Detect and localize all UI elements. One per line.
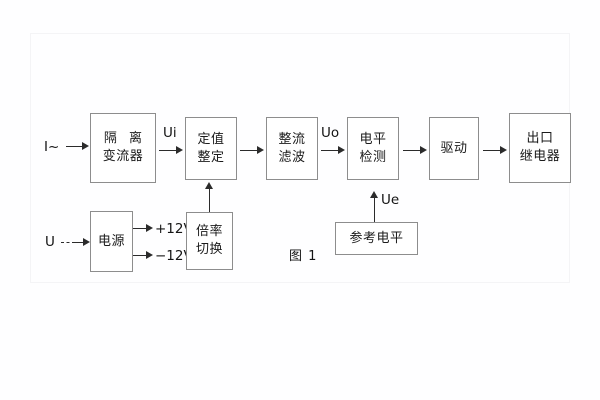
supply-negative-line [133, 255, 147, 256]
supply-positive-line [133, 228, 147, 229]
block-reference-level[interactable]: 参考电平 [335, 222, 418, 255]
drive-to-output-line [483, 150, 502, 151]
block-rectify-filter-line2: 滤波 [278, 149, 306, 165]
block-multiplier-switch-line1: 倍率 [195, 224, 223, 240]
current-input-label: I~ [44, 139, 60, 155]
multiplier-to-setting-line [209, 188, 210, 212]
block-multiplier-switch-line2: 切换 [195, 242, 223, 257]
uo-connector-line [321, 150, 339, 151]
block-setting-value-line2: 整定 [197, 149, 225, 165]
block-multiplier-switch[interactable]: 倍率 切换 [186, 212, 233, 270]
block-isolation-transformer-line2: 变流器 [102, 149, 144, 164]
block-rectify-filter[interactable]: 整流 滤波 [266, 117, 318, 180]
block-output-relay-line2: 继电器 [519, 149, 561, 164]
block-level-detect-line2: 检测 [359, 149, 387, 165]
level-to-drive-line [403, 150, 422, 151]
voltage-input-arrowhead [83, 238, 90, 246]
voltage-input-label: U [45, 234, 55, 250]
supply-negative-arrowhead [146, 251, 153, 259]
supply-positive-label: +12V [155, 221, 193, 237]
uo-connector-arrowhead [338, 146, 345, 154]
ui-connector-line [159, 150, 177, 151]
ui-signal-label: Ui [163, 125, 177, 141]
block-setting-value[interactable]: 定值 整定 [185, 117, 237, 180]
block-output-relay[interactable]: 出口 继电器 [509, 113, 571, 183]
voltage-input-dashed-line [61, 242, 75, 243]
figure-caption: 图 1 [289, 249, 318, 264]
block-isolation-transformer[interactable]: 隔 离 变流器 [90, 113, 156, 183]
block-level-detect[interactable]: 电平 检测 [347, 117, 399, 180]
block-drive[interactable]: 驱动 [429, 117, 479, 180]
ui-connector-arrowhead [176, 146, 183, 154]
voltage-input-line [74, 242, 84, 243]
uo-signal-label: Uo [321, 125, 340, 141]
block-level-detect-line1: 电平 [359, 131, 387, 147]
block-rectify-filter-line1: 整流 [278, 131, 306, 147]
current-input-arrowhead [82, 142, 89, 150]
block-output-relay-line1: 出口 [526, 131, 554, 147]
current-input-line [66, 146, 83, 147]
setting-to-rectify-line [240, 150, 259, 151]
block-isolation-transformer-line1: 隔 离 [103, 131, 147, 147]
block-drive-line1: 驱动 [440, 140, 468, 156]
ue-signal-label: Ue [381, 192, 400, 208]
setting-to-rectify-arrowhead [257, 146, 264, 154]
drive-to-output-arrowhead [500, 146, 507, 154]
supply-positive-arrowhead [146, 224, 153, 232]
supply-negative-label: −12V [155, 248, 193, 264]
block-reference-level-line1: 参考电平 [349, 230, 404, 246]
multiplier-to-setting-arrowhead [205, 182, 213, 189]
block-setting-value-line1: 定值 [197, 131, 225, 147]
reference-to-level-arrowhead [370, 191, 378, 198]
level-to-drive-arrowhead [420, 146, 427, 154]
reference-to-level-line [374, 197, 375, 222]
block-power-supply-line1: 电源 [97, 233, 125, 249]
block-power-supply[interactable]: 电源 [90, 211, 133, 272]
